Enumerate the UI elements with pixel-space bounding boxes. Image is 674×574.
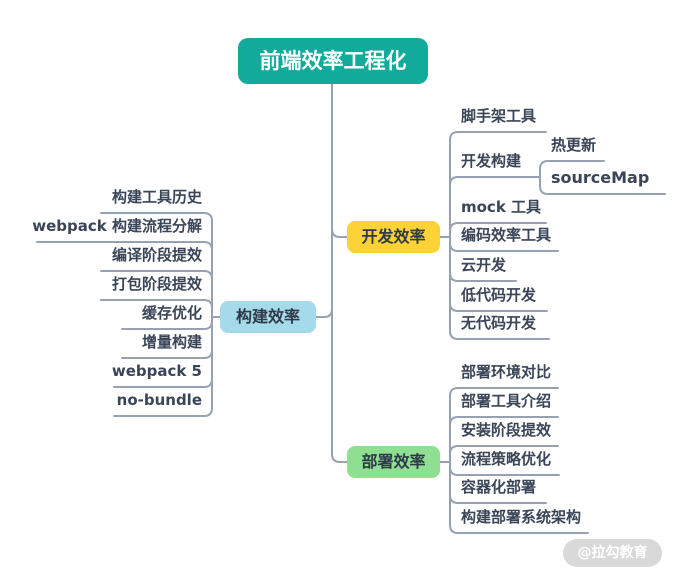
edge-trunk-dev [331, 228, 348, 238]
leaf-coding-efficiency-tools: 编码效率工具 [461, 226, 552, 244]
edge-deploy-child-0 [449, 387, 559, 397]
edge-trunk-build [315, 308, 333, 318]
leaf-webpack5: webpack 5 [111, 362, 202, 380]
edge-build-child-3 [100, 299, 213, 309]
edge-dev-child-1 [449, 176, 541, 186]
leaf-container-deploy: 容器化部署 [461, 478, 537, 496]
edge-build-child-2 [100, 270, 213, 280]
leaf-process-strategy: 流程策略优化 [461, 450, 552, 468]
edge-dev-sub-child-0 [539, 160, 605, 170]
edge-deploy-child-2 [449, 445, 559, 455]
leaf-compile-stage: 编译阶段提效 [111, 246, 202, 264]
leaf-build-deploy-arch: 构建部署系统架构 [461, 508, 582, 526]
leaf-dev-build: 开发构建 [461, 152, 522, 170]
edge-dev-child-0 [449, 131, 547, 141]
leaf-mock-tools: mock 工具 [461, 198, 542, 216]
branch-build-efficiency: 构建效率 [220, 301, 316, 333]
edge-build-child-5 [121, 349, 213, 359]
leaf-no-code: 无代码开发 [461, 314, 537, 332]
root-topic: 前端效率工程化 [238, 38, 428, 84]
edge-dev-child-6 [449, 330, 550, 340]
edge-dev-spine [439, 139, 451, 332]
leaf-cloud-dev: 云开发 [461, 256, 507, 274]
branch-deploy-efficiency: 部署效率 [347, 446, 440, 478]
edge-deploy-child-5 [449, 524, 589, 534]
watermark-badge: @拉勾教育 [563, 539, 662, 567]
edge-dev-child-5 [449, 302, 548, 312]
edge-dev-child-3 [449, 242, 559, 252]
leaf-sourcemap: sourceMap [551, 168, 650, 187]
leaf-webpack-process: webpack 构建流程分解 [32, 217, 202, 235]
leaf-no-bundle: no-bundle [116, 391, 202, 409]
leaf-incremental-build: 增量构建 [141, 333, 202, 351]
edge-dev-child-2 [449, 222, 547, 232]
branch-dev-efficiency: 开发效率 [347, 221, 440, 253]
edge-build-child-1 [36, 241, 213, 251]
edge-dev-sub-child-1 [539, 185, 666, 195]
leaf-install-stage: 安装阶段提效 [461, 421, 552, 439]
leaf-low-code: 低代码开发 [461, 286, 537, 304]
edge-build-child-0 [100, 212, 213, 222]
leaf-bundle-stage: 打包阶段提效 [111, 275, 202, 293]
leaf-hot-reload: 热更新 [551, 136, 597, 154]
edge-deploy-child-4 [449, 494, 547, 504]
edge-deploy-child-1 [449, 416, 559, 426]
edge-build-child-6 [113, 378, 213, 388]
edge-build-child-7 [113, 407, 213, 417]
leaf-build-tool-history: 构建工具历史 [111, 188, 202, 206]
edge-deploy-spine [439, 395, 451, 526]
leaf-cache-optimization: 缓存优化 [141, 304, 202, 322]
leaf-scaffold-tools: 脚手架工具 [461, 107, 537, 125]
edge-build-spine [211, 220, 221, 409]
edge-build-child-4 [121, 320, 213, 330]
edge-deploy-child-3 [449, 466, 560, 476]
edge-dev-child-4 [449, 272, 517, 282]
leaf-deploy-env-compare: 部署环境对比 [461, 363, 552, 381]
edge-trunk [331, 83, 348, 463]
leaf-deploy-tools-intro: 部署工具介绍 [461, 392, 552, 410]
